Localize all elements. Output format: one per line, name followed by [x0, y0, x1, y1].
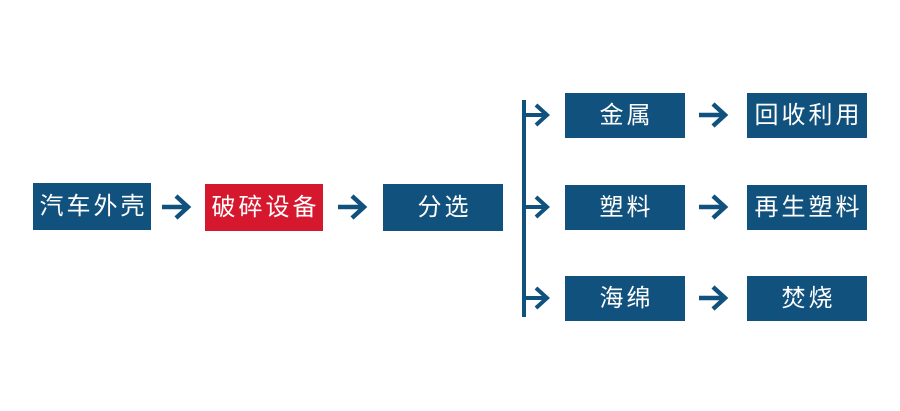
node-incineration: 焚烧: [747, 276, 867, 321]
right-arrow-icon: [699, 102, 729, 128]
node-recycle-reuse: 回收利用: [747, 93, 867, 138]
node-car-shell: 汽车外壳: [33, 183, 151, 230]
branch-right-arrow-icon: [524, 286, 550, 310]
right-arrow-icon: [338, 194, 368, 220]
node-metal: 金属: [565, 93, 685, 138]
right-arrow-icon: [162, 194, 192, 220]
node-plastic: 塑料: [565, 185, 685, 230]
node-sorting: 分选: [383, 184, 503, 231]
node-sponge: 海绵: [565, 276, 685, 321]
node-recycled-plastic: 再生塑料: [747, 185, 867, 230]
right-arrow-icon: [699, 285, 729, 311]
right-arrow-icon: [699, 194, 729, 220]
node-crushing-equipment: 破碎设备: [205, 184, 323, 231]
branch-right-arrow-icon: [524, 103, 550, 127]
branch-right-arrow-icon: [524, 195, 550, 219]
